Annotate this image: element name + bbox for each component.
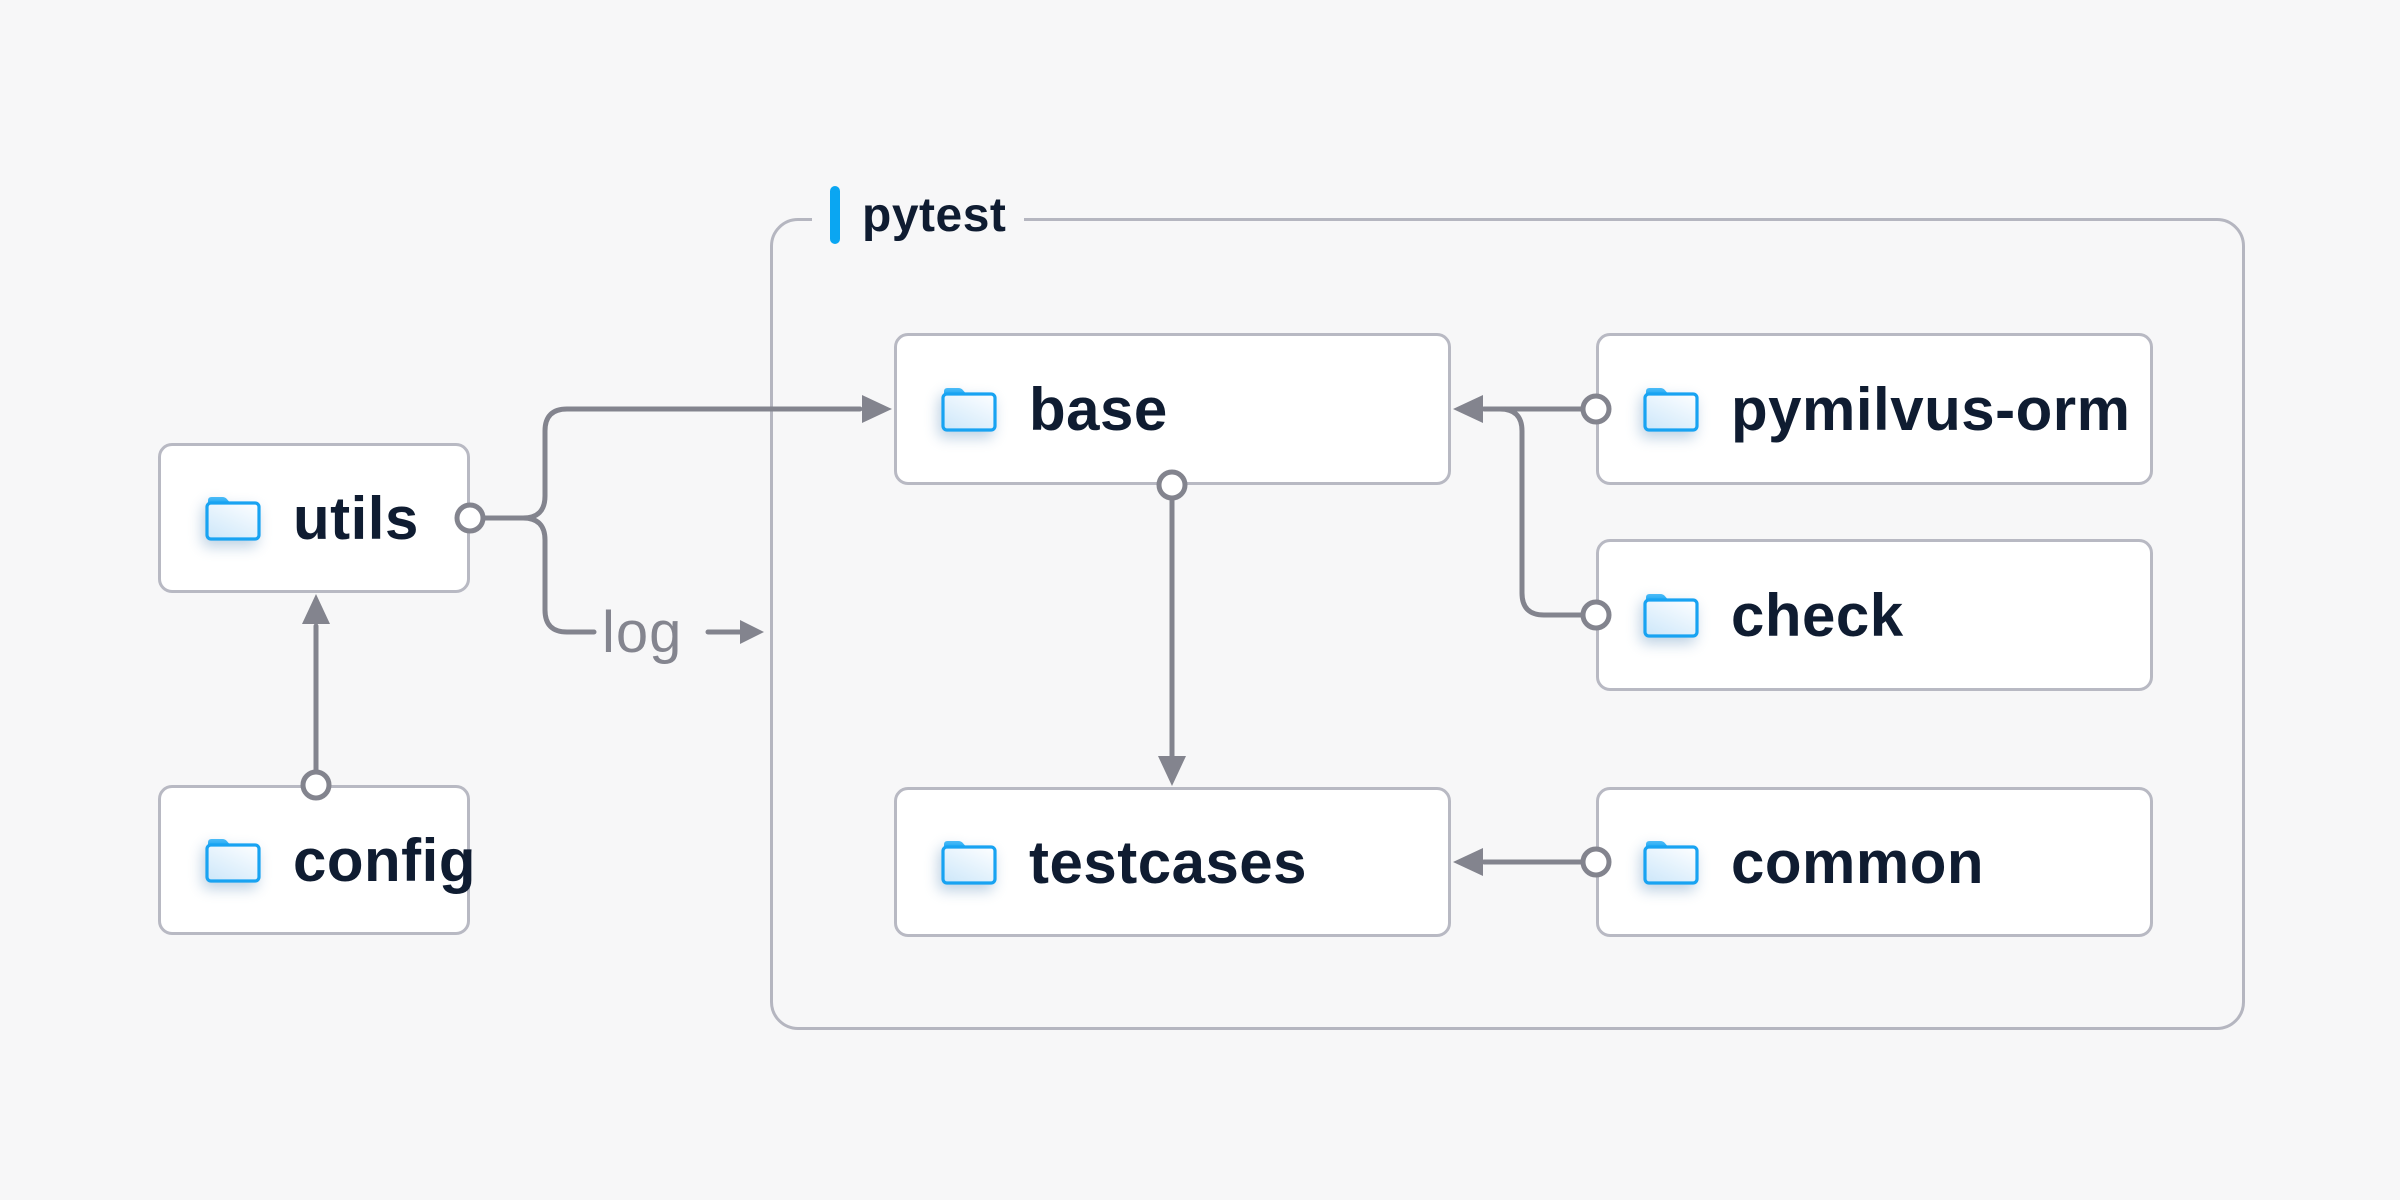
folder-icon	[1643, 388, 1699, 432]
node-label-testcases: testcases	[1029, 828, 1308, 896]
folder-icon	[205, 497, 261, 541]
edge-label-log-text: log	[602, 599, 683, 665]
node-common: common	[1596, 787, 2153, 937]
node-config: config	[158, 785, 475, 935]
edge-label-log: log	[602, 599, 683, 665]
folder-icon	[941, 841, 997, 885]
node-label-pymilvus-orm: pymilvus-orm	[1731, 375, 2131, 443]
log-arrow-icon	[740, 620, 764, 644]
accent-bar	[830, 186, 840, 244]
node-label-base: base	[1029, 375, 1168, 443]
node-label-utils: utils	[293, 484, 419, 552]
folder-icon	[1643, 841, 1699, 885]
node-check: check	[1596, 539, 2153, 691]
node-utils: utils	[158, 443, 470, 593]
node-label-check: check	[1731, 581, 1904, 649]
pytest-group-border	[770, 218, 2245, 1030]
pytest-group-title: pytest	[862, 188, 1007, 242]
node-label-common: common	[1731, 828, 1985, 896]
node-base: base	[894, 333, 1451, 485]
pytest-group-label: pytest	[812, 186, 1025, 244]
folder-icon	[941, 388, 997, 432]
arrowhead-up-utils	[302, 594, 330, 624]
node-testcases: testcases	[894, 787, 1451, 937]
folder-icon	[1643, 594, 1699, 638]
node-pymilvus-orm: pymilvus-orm	[1596, 333, 2153, 485]
node-label-config: config	[293, 826, 476, 894]
folder-icon	[205, 839, 261, 883]
edge-utils-log-line	[520, 515, 597, 635]
